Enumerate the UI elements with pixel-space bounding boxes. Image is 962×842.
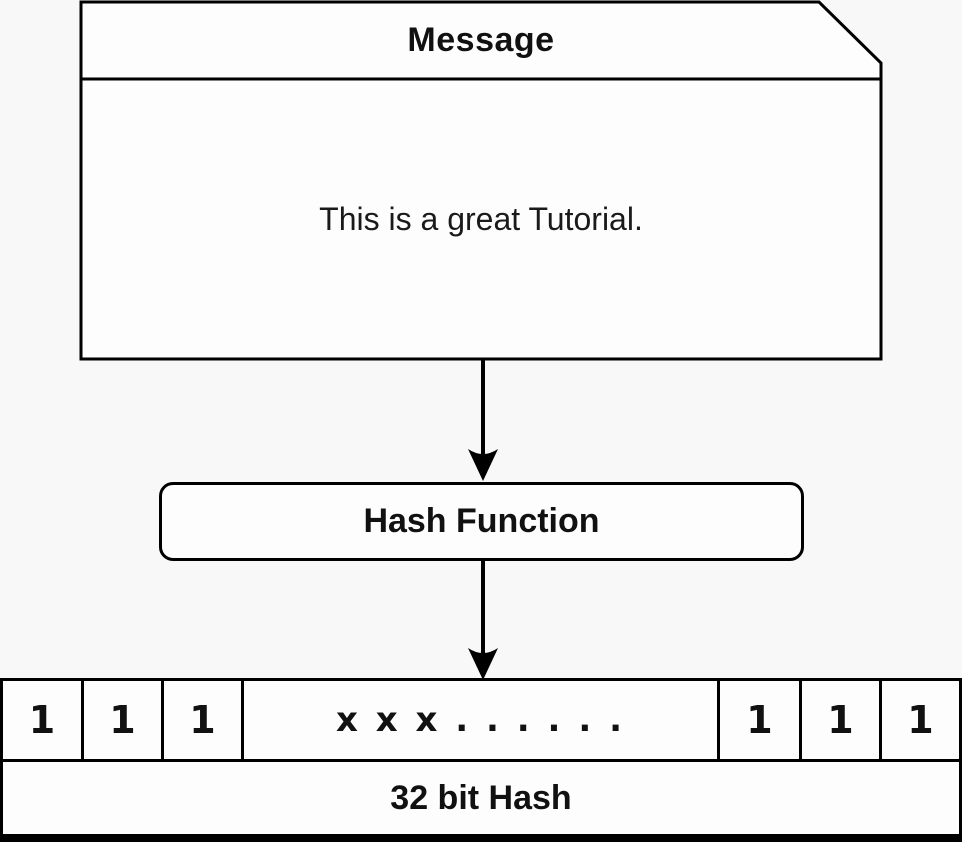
bit-cell: 1 — [799, 681, 879, 759]
bit-cell: 1 — [879, 681, 959, 759]
arrow-message-to-hash-icon — [468, 359, 498, 481]
hash-caption: 32 bit Hash — [390, 778, 572, 817]
hash-caption-row: 32 bit Hash — [3, 762, 959, 834]
message-note: Message This is a great Tutorial. — [79, 0, 883, 361]
bit-cell-ellipsis: x x x . . . . . . — [241, 681, 717, 759]
hash-output-table: 1 1 1 x x x . . . . . . 1 1 1 32 bit Has… — [0, 678, 962, 842]
bit-cell: 1 — [161, 681, 241, 759]
arrow-hash-to-output-icon — [468, 560, 498, 680]
bit-cell: 1 — [81, 681, 161, 759]
bit-cells-row: 1 1 1 x x x . . . . . . 1 1 1 — [3, 681, 959, 762]
hash-function-label: Hash Function — [363, 502, 600, 540]
message-body-text: This is a great Tutorial. — [319, 200, 643, 237]
bit-cell: 1 — [717, 681, 799, 759]
message-title: Message — [407, 21, 555, 59]
bit-cell: 1 — [28, 698, 56, 742]
hash-function-box: Hash Function — [159, 482, 804, 561]
note-shape — [79, 0, 883, 361]
